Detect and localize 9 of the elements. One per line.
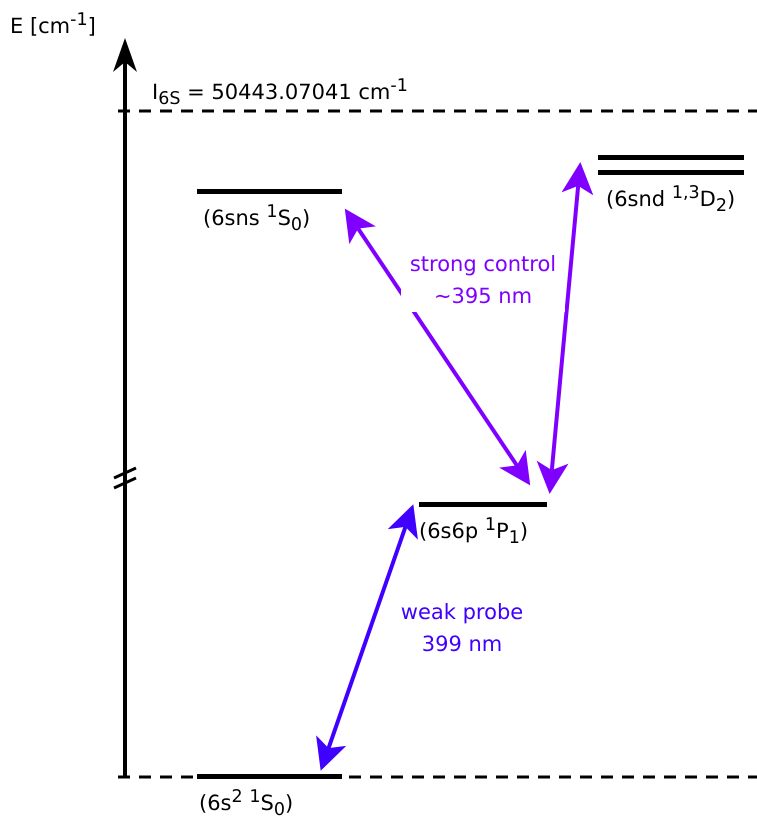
ionization-limit-label: I$_{6S}$ = 50443.07041 cm$^{-1}$ <box>152 75 408 112</box>
double-headed-arrow <box>536 162 594 494</box>
axis-label: E [cm$^{-1}$] <box>10 9 96 38</box>
level-label: (6s$^{2}$ $^{1}$S$_{0}$) <box>199 786 294 818</box>
double-headed-arrow <box>344 208 530 486</box>
double-headed-arrow <box>316 504 418 771</box>
level-label: (6snd $^{1,3}$D$_{2}$) <box>606 182 736 218</box>
level-label: (6sns $^{1}$S$_{0}$) <box>203 201 310 238</box>
level-label: (6s6p $^{1}$P$_{1}$) <box>419 514 528 550</box>
